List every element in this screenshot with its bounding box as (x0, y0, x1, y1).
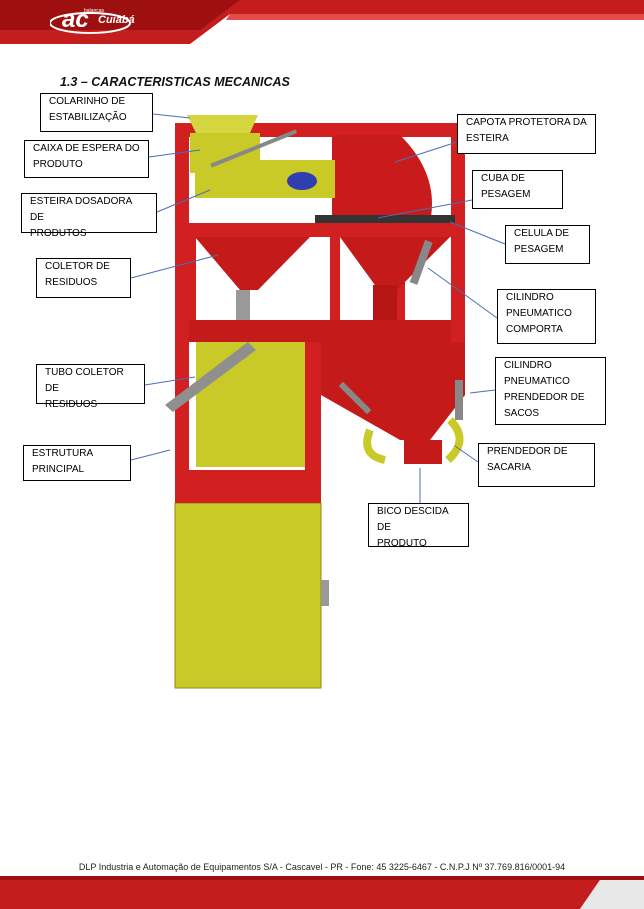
footer-banner (0, 876, 644, 909)
logo-subtitle: balanças (84, 8, 105, 14)
footer-text: DLP Industria e Automação de Equipamento… (78, 862, 566, 872)
logo-letters: ac (62, 6, 89, 33)
logo-brand: Cuiabá (98, 14, 135, 26)
section-title: 1.3 – CARACTERISTICAS MECANICAS (60, 75, 290, 89)
company-logo (50, 12, 131, 34)
header-banner (0, 0, 644, 44)
